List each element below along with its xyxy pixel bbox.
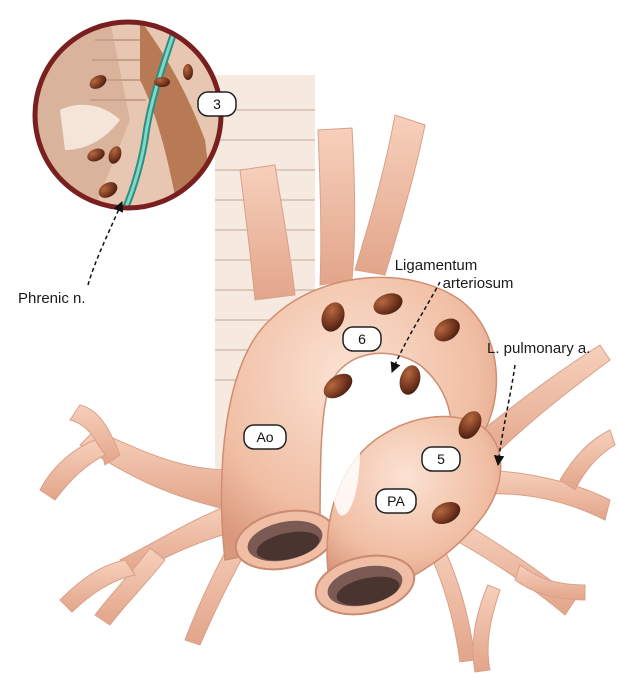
svg-text:6: 6 [358, 331, 366, 347]
ligamentum-label-line1: Ligamentum [395, 257, 478, 274]
pulmonary-label: L. pulmonary a. [487, 340, 590, 357]
phrenic-label: Phrenic n. [18, 290, 86, 307]
svg-text:3: 3 [213, 96, 221, 112]
station-box-3: 3 [198, 92, 236, 116]
svg-text:5: 5 [437, 451, 445, 467]
inset-magnified-view [30, 20, 230, 220]
svg-text:PA: PA [387, 493, 405, 509]
lymph-node [396, 363, 423, 397]
svg-text:Ao: Ao [256, 429, 273, 445]
station-box-6: 6 [343, 327, 381, 351]
label-box-ao: Ao [244, 425, 286, 449]
ligamentum-label-line2: arteriosum [443, 275, 514, 292]
label-box-pa: PA [376, 489, 416, 513]
phrenic-arrow [88, 202, 122, 285]
station-box-5: 5 [422, 447, 460, 471]
